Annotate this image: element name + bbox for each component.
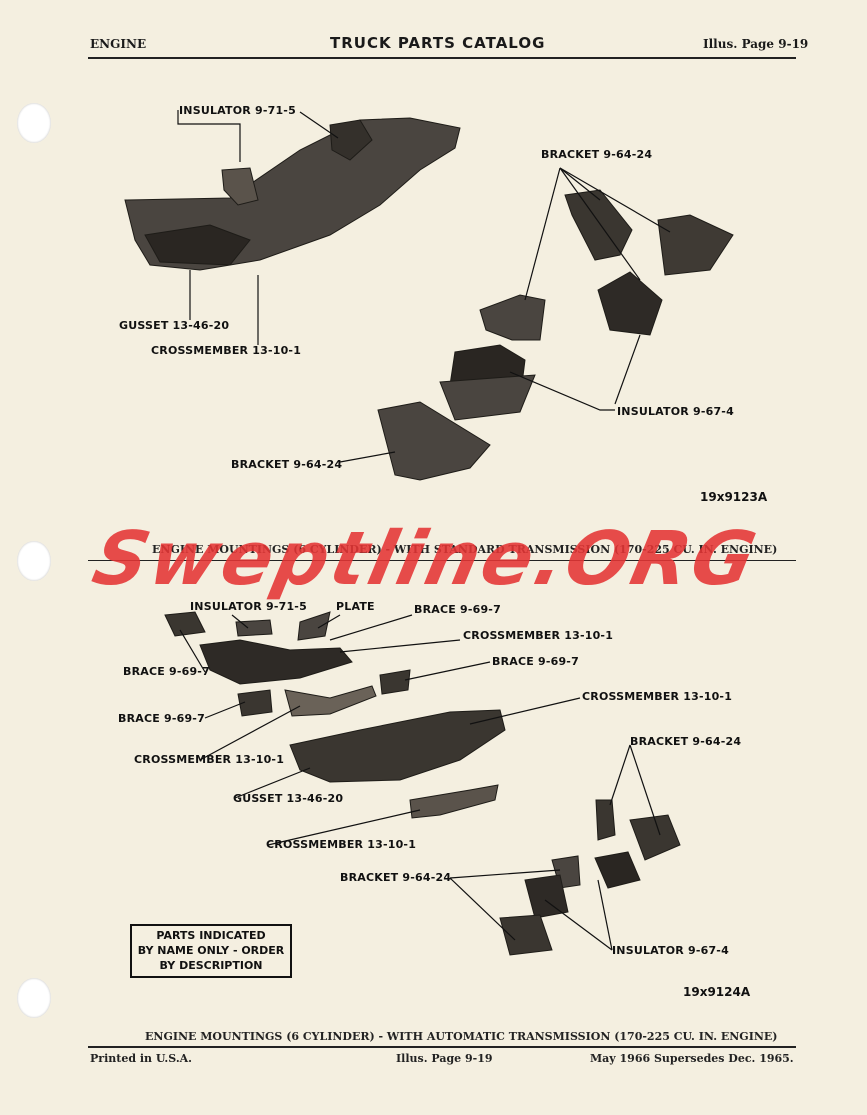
parts-note-line: BY NAME ONLY - ORDER xyxy=(137,944,285,957)
label-plate: PLATE xyxy=(336,600,375,613)
label-brace: BRACE 9-69-7 xyxy=(118,712,205,725)
figure-code: 19x9124A xyxy=(683,985,751,999)
parts-note-line: PARTS INDICATED xyxy=(156,929,266,942)
footer-page-number: Illus. Page 9-19 xyxy=(396,1052,493,1065)
label-crossmember: CROSSMEMBER 13-10-1 xyxy=(266,838,417,851)
watermark: Sweptline.ORG xyxy=(85,516,766,602)
label-brace: BRACE 9-69-7 xyxy=(414,603,501,616)
header-title: TRUCK PARTS CATALOG xyxy=(330,34,546,52)
label-bracket: BRACKET 9-64-24 xyxy=(630,735,742,748)
label-gusset: GUSSET 13-46-20 xyxy=(119,319,230,332)
figure-caption: ENGINE MOUNTINGS (6 CYLINDER) - WITH AUT… xyxy=(145,1030,778,1043)
label-bracket: BRACKET 9-64-24 xyxy=(340,871,452,884)
label-brace: BRACE 9-69-7 xyxy=(123,665,210,678)
label-bracket-bottom: BRACKET 9-64-24 xyxy=(231,458,343,471)
figure-code: 19x9123A xyxy=(700,490,768,504)
footer-rule xyxy=(88,1046,796,1048)
label-brace: BRACE 9-69-7 xyxy=(492,655,579,668)
header-rule xyxy=(88,57,796,59)
label-insulator-right: INSULATOR 9-67-4 xyxy=(617,405,734,418)
label-crossmember: CROSSMEMBER 13-10-1 xyxy=(151,344,302,357)
label-bracket: BRACKET 9-64-24 xyxy=(541,148,653,161)
header-page-number: Illus. Page 9-19 xyxy=(703,37,809,51)
label-crossmember: CROSSMEMBER 13-10-1 xyxy=(582,690,733,703)
label-insulator: INSULATOR 9-71-5 xyxy=(190,600,307,613)
header-section: ENGINE xyxy=(90,37,147,51)
caption-rule xyxy=(88,560,796,561)
parts-note-box: PARTS INDICATED BY NAME ONLY - ORDER BY … xyxy=(130,924,292,978)
footer-date: May 1966 Supersedes Dec. 1965. xyxy=(590,1052,794,1065)
parts-note-line: BY DESCRIPTION xyxy=(159,959,263,972)
label-insulator: INSULATOR 9-67-4 xyxy=(612,944,729,957)
label-crossmember: CROSSMEMBER 13-10-1 xyxy=(463,629,614,642)
label-insulator: INSULATOR 9-71-5 xyxy=(179,104,296,117)
label-gusset: GUSSET 13-46-20 xyxy=(233,792,344,805)
footer-printed: Printed in U.S.A. xyxy=(90,1052,193,1065)
binder-hole xyxy=(17,541,51,581)
figure-caption: ENGINE MOUNTINGS (6 CYLINDER) - WITH STA… xyxy=(152,543,778,556)
label-crossmember: CROSSMEMBER 13-10-1 xyxy=(134,753,285,766)
binder-hole xyxy=(17,978,51,1018)
binder-hole xyxy=(17,103,51,143)
